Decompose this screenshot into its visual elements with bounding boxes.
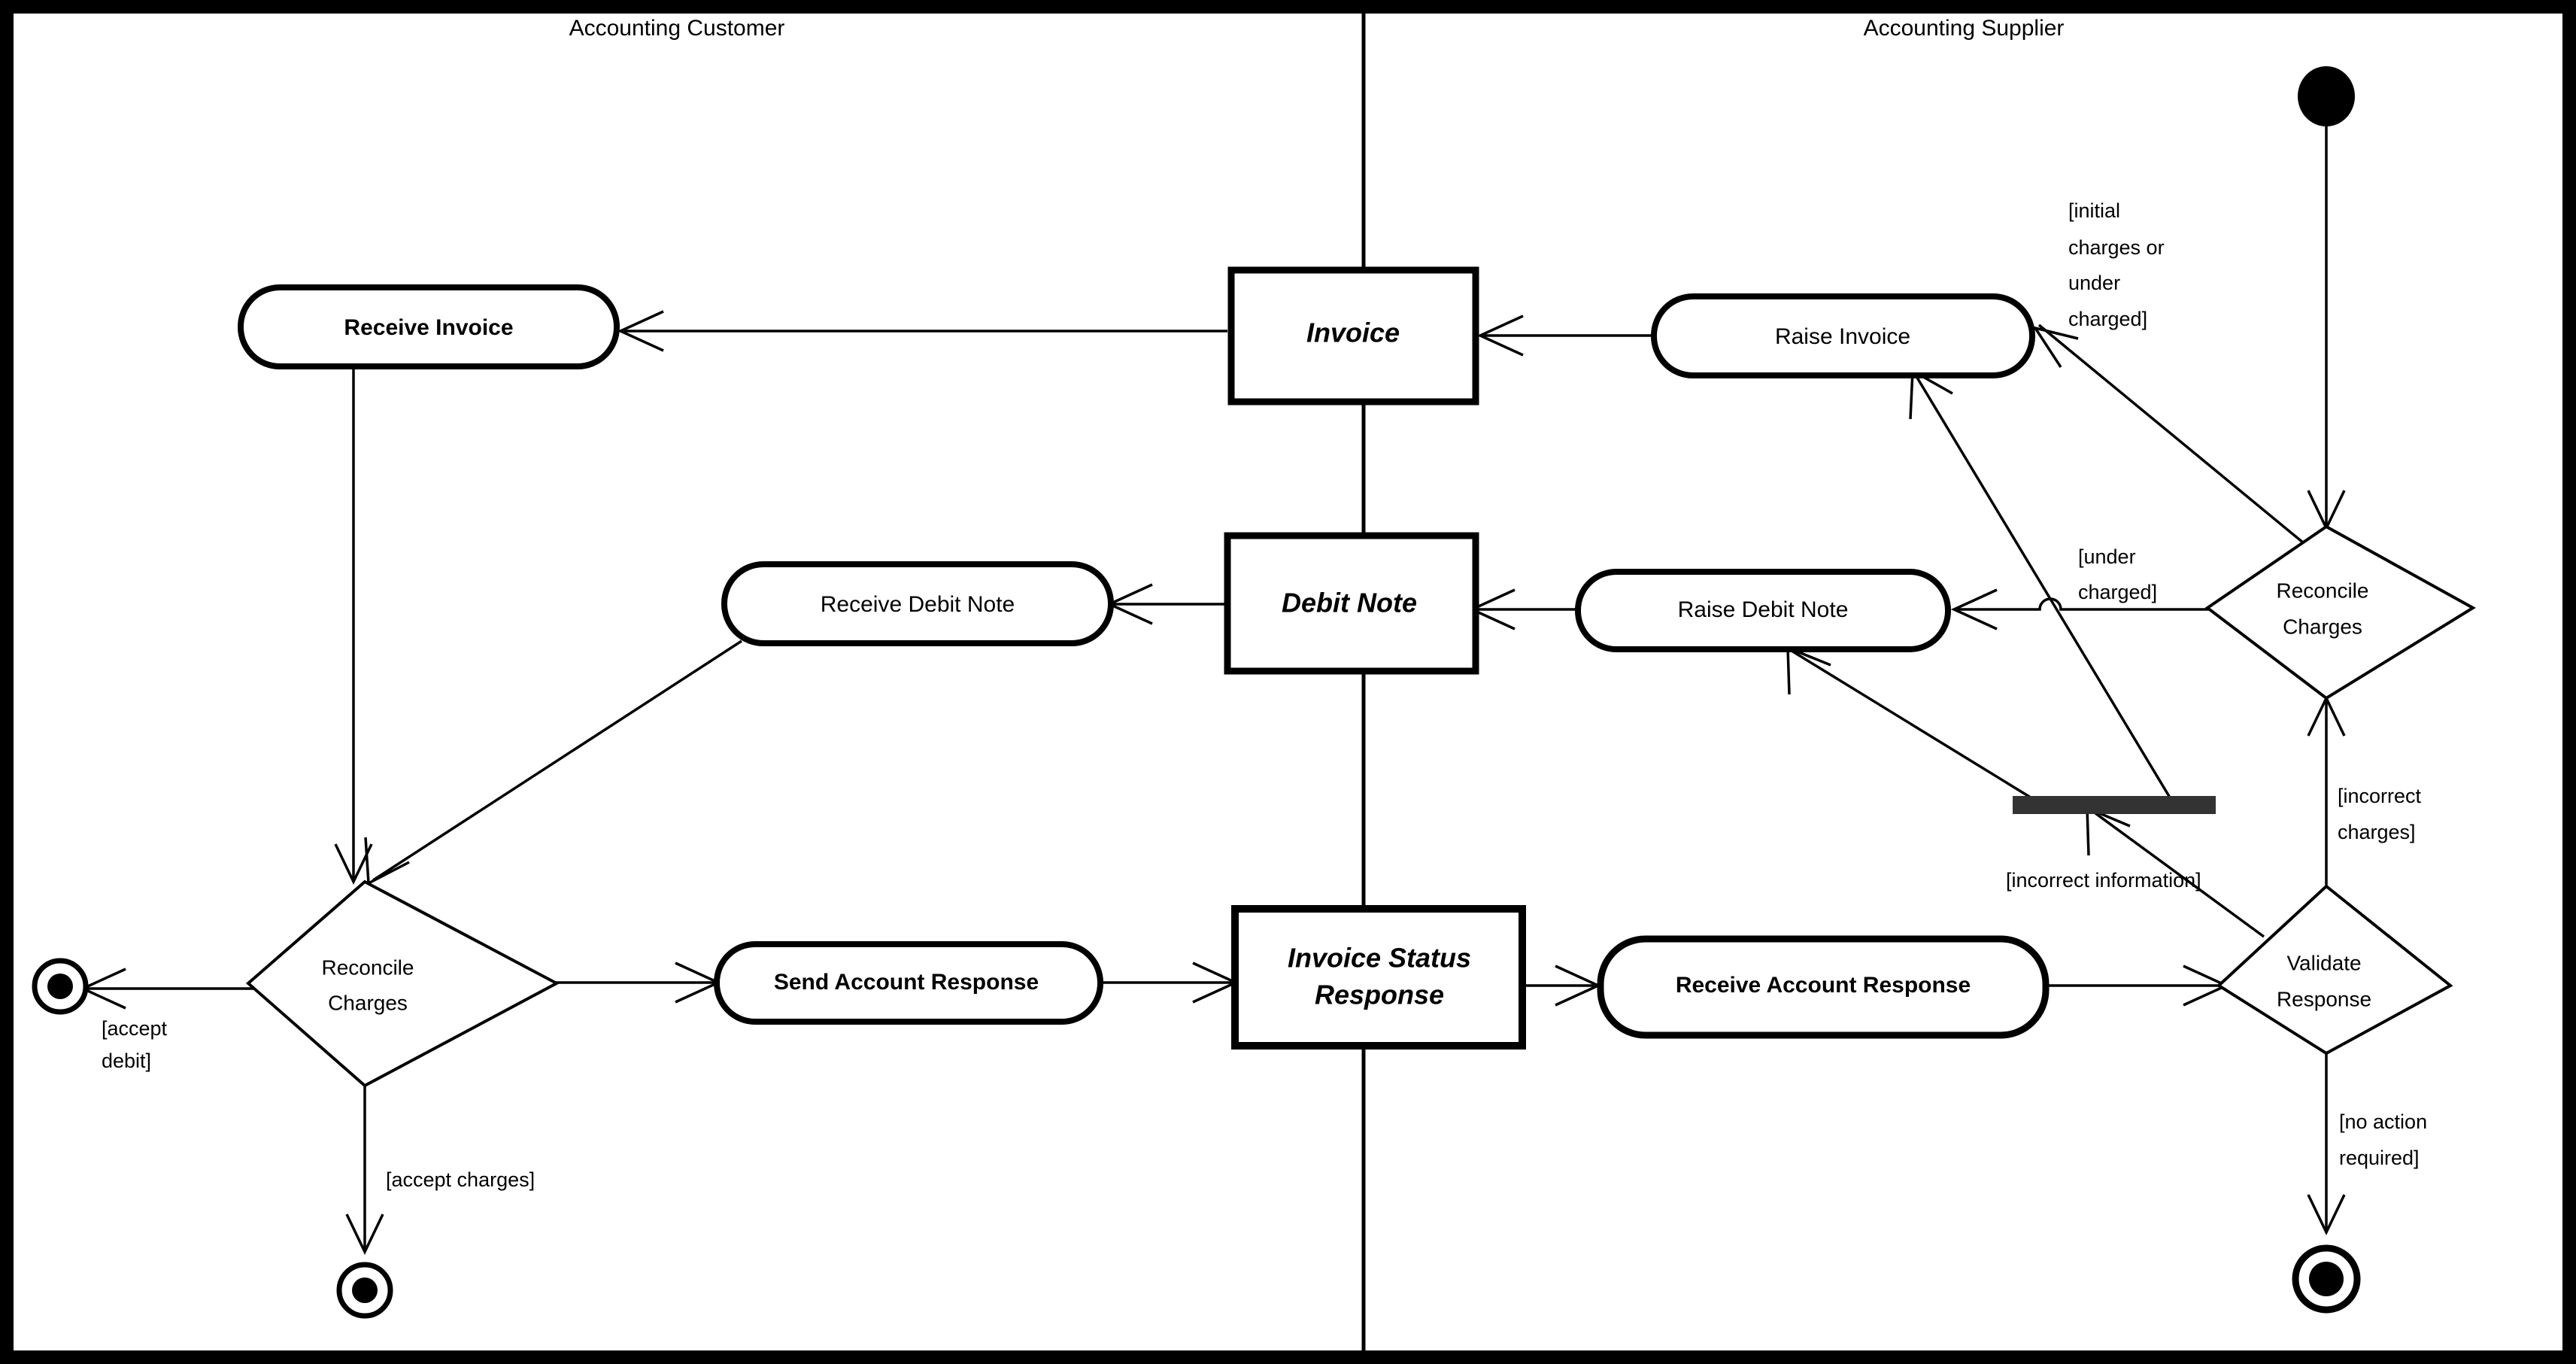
object-invoice-status-response-label-line1: Invoice Status: [1288, 943, 1471, 974]
arrowhead-validate-to-final-no-action: [2307, 1194, 2346, 1236]
object-invoice-status-response-shape: [1231, 905, 1526, 1050]
action-raise-invoice[interactable]: Raise Invoice: [1651, 293, 2035, 378]
final-node-accept-charges-inner: [352, 1277, 378, 1303]
action-receive-debit-note-label: Receive Debit Note: [821, 592, 1015, 617]
decision-reconcile-charges-supplier-label-line1: Reconcile: [2277, 579, 2369, 602]
action-send-account-response[interactable]: Send Account Response: [714, 941, 1103, 1025]
guard-accept-charges: [accept charges]: [386, 1168, 535, 1191]
guard-under-charged: [under charged]: [2078, 545, 2157, 603]
decision-validate-response-label-line1: Validate: [2286, 951, 2361, 974]
action-receive-account-response-shape: [1597, 935, 2050, 1039]
guard-initial-line-2: charges or: [2068, 236, 2165, 259]
guard-under-charged-line-1: [under: [2078, 545, 2136, 568]
lane-title-supplier: Accounting Supplier: [1864, 16, 2065, 41]
object-invoice-status-response[interactable]: Invoice Status Response: [1231, 905, 1526, 1050]
fork-join-bar: [2013, 796, 2216, 814]
decision-reconcile-charges-customer-shape: [245, 879, 560, 1088]
object-invoice-status-response-label-line2: Response: [1315, 980, 1444, 1010]
guard-accept-charges-line-1: [accept charges]: [386, 1168, 535, 1191]
edge-receive-debit-note-to-reconcile-customer: [372, 639, 742, 882]
arrowhead-reconcile-to-raise-invoice: [2032, 326, 2079, 368]
arrowhead-validate-to-fork-bar: [2086, 806, 2131, 856]
final-node-accept-debit-inner: [47, 974, 73, 999]
guard-no-action-required-line-1: [no action: [2339, 1110, 2427, 1133]
action-receive-invoice[interactable]: Receive Invoice: [238, 284, 620, 369]
action-receive-debit-note-shape: [721, 561, 1114, 646]
guard-incorrect-information-line-1: [incorrect information]: [2006, 869, 2201, 892]
action-raise-debit-note-shape: [1575, 569, 1951, 652]
final-node-accept-debit: [32, 958, 89, 1015]
decision-reconcile-charges-supplier-shape: [2204, 524, 2476, 700]
decision-reconcile-charges-customer[interactable]: Reconcile Charges: [245, 879, 560, 1088]
guard-initial-line-3: under: [2068, 272, 2120, 294]
decision-reconcile-charges-supplier[interactable]: Reconcile Charges: [2204, 524, 2476, 700]
action-receive-invoice-shape: [238, 284, 620, 369]
edge-reconcile-supplier-to-raise-invoice: [2037, 324, 2309, 548]
guard-accept-debit-line-1: [accept: [102, 1017, 168, 1040]
guard-initial-line-1: [initial: [2068, 199, 2120, 222]
guard-initial-line-4: charged]: [2068, 308, 2147, 330]
object-invoice-shape: [1227, 266, 1479, 406]
action-raise-invoice-shape: [1651, 293, 2035, 378]
final-node-no-action-inner: [2309, 1262, 2344, 1296]
action-receive-account-response[interactable]: Receive Account Response: [1597, 935, 2050, 1039]
action-raise-invoice-label: Raise Invoice: [1775, 324, 1910, 349]
guard-accept-debit-line-2: debit]: [102, 1050, 151, 1072]
object-invoice[interactable]: Invoice: [1227, 266, 1479, 406]
arrowhead-reconcile-to-raise-debit-note: [1950, 588, 1998, 630]
object-debit-note-shape: [1224, 532, 1479, 675]
initial-node: [2298, 66, 2355, 126]
guard-incorrect-charges-line-2: charges]: [2338, 821, 2416, 843]
guard-incorrect-charges-line-1: [incorrect: [2338, 785, 2422, 807]
guard-accept-debit: [accept debit]: [102, 1017, 168, 1072]
arrowhead-raise-invoice-to-invoice: [1476, 314, 1524, 357]
decision-validate-response[interactable]: Validate Response: [2216, 884, 2453, 1056]
guard-incorrect-charges: [incorrect charges]: [2338, 785, 2422, 843]
action-receive-debit-note[interactable]: Receive Debit Note: [721, 561, 1114, 646]
guard-incorrect-information: [incorrect information]: [2006, 869, 2201, 892]
decision-validate-response-label-line2: Response: [2277, 987, 2371, 1010]
decision-reconcile-charges-customer-label-line1: Reconcile: [322, 955, 414, 979]
decision-validate-response-shape: [2216, 884, 2453, 1056]
guard-no-action-required: [no action required]: [2339, 1110, 2427, 1169]
action-raise-debit-note[interactable]: Raise Debit Note: [1575, 569, 1951, 652]
object-debit-note-label: Debit Note: [1282, 588, 1417, 618]
arrowhead-invoice-to-receive-invoice: [617, 310, 664, 352]
action-receive-invoice-label: Receive Invoice: [344, 315, 513, 340]
final-node-no-action-required: [2292, 1244, 2361, 1314]
action-send-account-response-label: Send Account Response: [774, 970, 1039, 995]
edge-fork-bar-to-raise-debit-note: [1791, 649, 2031, 799]
edge-fork-bar-to-raise-invoice: [1913, 373, 2171, 798]
action-send-account-response-shape: [714, 941, 1103, 1025]
object-debit-note[interactable]: Debit Note: [1224, 532, 1479, 675]
action-receive-account-response-label: Receive Account Response: [1676, 973, 1971, 998]
action-raise-debit-note-label: Raise Debit Note: [1678, 597, 1849, 622]
guard-initial-charges-or-under-charged: [initial charges or under charged]: [2068, 199, 2165, 330]
decision-reconcile-charges-supplier-label-line2: Charges: [2283, 615, 2362, 638]
guard-under-charged-line-2: charged]: [2078, 581, 2157, 603]
object-invoice-label: Invoice: [1306, 317, 1400, 348]
decision-reconcile-charges-customer-label-line2: Charges: [328, 991, 408, 1014]
edge-validate-to-fork-bar: [2091, 810, 2265, 938]
arrowhead-reconcile-customer-to-final-charges: [345, 1214, 384, 1256]
lane-title-customer: Accounting Customer: [569, 16, 785, 41]
guard-no-action-required-line-2: required]: [2339, 1147, 2420, 1169]
final-node-accept-charges: [336, 1262, 393, 1319]
